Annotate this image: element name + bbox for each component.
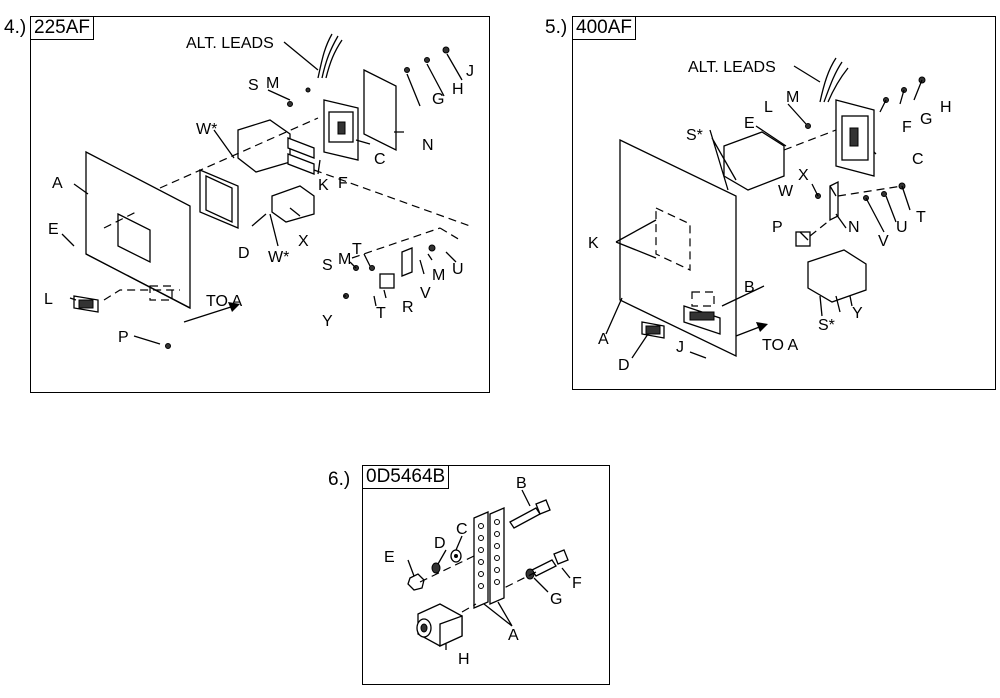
panel-4-alt-leads <box>317 33 343 79</box>
panel-5-tag: 400AF <box>572 16 636 40</box>
panel-6-nut-e <box>407 573 425 591</box>
label-e: E <box>384 549 395 566</box>
label-l: L <box>764 99 773 116</box>
label-s2: S* <box>818 317 835 334</box>
label-alt-leads: ALT. LEADS <box>688 59 776 76</box>
panel-4-plate-cutout <box>117 212 151 264</box>
panel-4-terminal <box>401 247 413 277</box>
label-t: T <box>916 209 926 226</box>
panel-4-cover <box>363 68 397 152</box>
label-t2: T <box>376 305 386 322</box>
panel-6-bolt-b <box>509 507 541 529</box>
label-alt-leads: ALT. LEADS <box>186 35 274 52</box>
label-x: X <box>298 233 309 250</box>
label-to-a: TO A <box>762 337 798 354</box>
panel-6-number: 6.) <box>328 469 351 490</box>
label-p: P <box>772 219 783 236</box>
panel-6-lockwasher-d <box>431 562 441 574</box>
label-g: G <box>920 111 932 128</box>
label-u: U <box>452 261 464 278</box>
label-f: F <box>902 119 912 136</box>
label-g: G <box>432 91 444 108</box>
label-a: A <box>598 331 609 348</box>
panel-4-number: 4.) <box>4 17 27 38</box>
label-c: C <box>456 521 468 538</box>
label-y: Y <box>322 313 333 330</box>
label-s1: S <box>248 77 259 94</box>
label-j: J <box>466 63 474 80</box>
label-x: X <box>798 167 809 184</box>
label-y: Y <box>852 305 863 322</box>
label-k: K <box>318 177 329 194</box>
panel-5-shield-lower <box>807 249 867 303</box>
label-m2: M <box>338 251 351 268</box>
label-f: F <box>572 575 582 592</box>
label-a: A <box>508 627 519 644</box>
label-h: H <box>940 99 952 116</box>
label-p: P <box>118 329 129 346</box>
label-t1: T <box>352 241 362 258</box>
panel-6-bolt-f <box>531 559 557 577</box>
label-g: G <box>550 591 562 608</box>
label-n: N <box>848 219 860 236</box>
panel-5-terminal <box>795 231 811 247</box>
label-n: N <box>422 137 434 154</box>
label-r: R <box>402 299 414 316</box>
panel-5-number: 5.) <box>545 17 568 38</box>
panel-6-lockwasher-g <box>525 568 535 580</box>
panel-4-shield-lower <box>271 185 315 223</box>
label-c: C <box>912 151 924 168</box>
label-e: E <box>48 221 59 238</box>
label-m: M <box>786 89 799 106</box>
panel-5-alt-leads <box>819 57 849 103</box>
label-to-a: TO A <box>206 293 242 310</box>
label-d: D <box>434 535 446 552</box>
label-v: V <box>878 233 889 250</box>
panel-4-tag: 225AF <box>30 16 94 40</box>
label-e: E <box>744 115 755 132</box>
label-b: B <box>516 475 527 492</box>
label-c: C <box>374 151 386 168</box>
label-k: K <box>588 235 599 252</box>
label-s1: S* <box>686 127 703 144</box>
panel-5-plate <box>619 138 737 358</box>
label-j: J <box>676 339 684 356</box>
label-d: D <box>238 245 250 262</box>
label-a: A <box>52 175 63 192</box>
label-h: H <box>452 81 464 98</box>
label-l: L <box>44 291 53 308</box>
label-m3: M <box>432 267 445 284</box>
label-b: B <box>744 279 755 296</box>
label-w: W <box>778 183 794 200</box>
label-f: F <box>338 175 348 192</box>
label-w1: W* <box>196 121 217 138</box>
label-v: V <box>420 285 431 302</box>
panel-6-tag: 0D5464B <box>362 465 450 489</box>
label-u: U <box>896 219 908 236</box>
label-m1: M <box>266 75 279 92</box>
label-w2: W* <box>268 249 289 266</box>
label-d: D <box>618 357 630 374</box>
label-h: H <box>458 651 470 668</box>
label-s2: S <box>322 257 333 274</box>
